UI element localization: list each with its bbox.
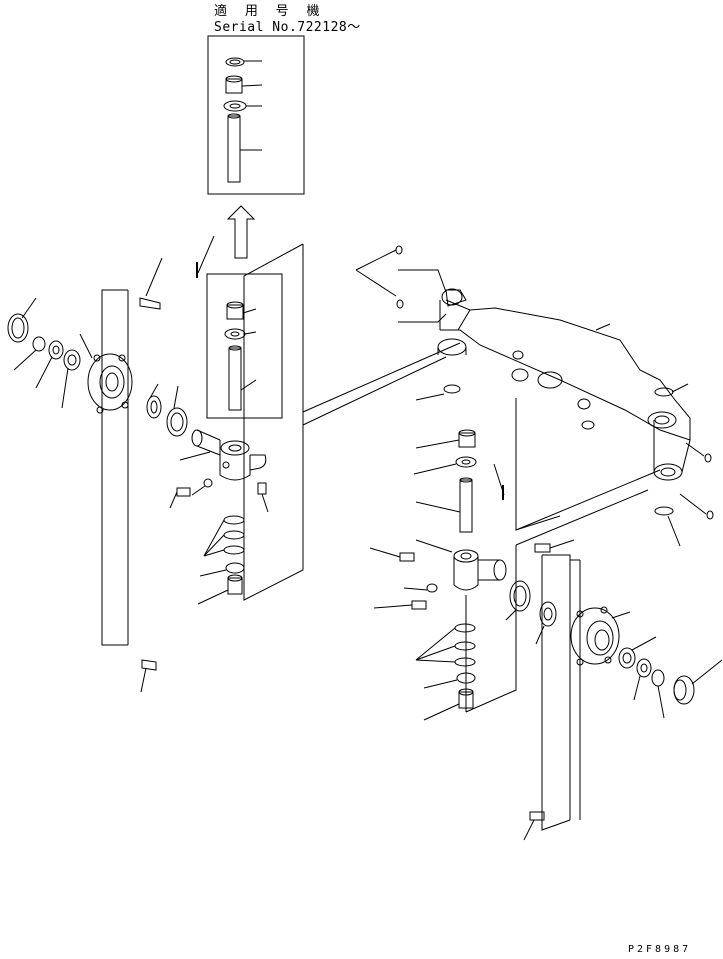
arrow-up-icon bbox=[226, 205, 256, 259]
right-knuckle-bracket bbox=[465, 398, 661, 831]
right-oil-seal bbox=[505, 580, 531, 621]
left-knuckle-bracket bbox=[101, 243, 461, 646]
right-hub bbox=[570, 606, 631, 666]
right-cap bbox=[673, 659, 723, 705]
right-nut bbox=[651, 669, 665, 719]
right-bearing bbox=[618, 636, 657, 669]
left-shims bbox=[197, 515, 245, 605]
left-nut bbox=[13, 336, 46, 371]
left-inner-bearing bbox=[146, 383, 162, 419]
applicable-serial-title: 適 用 号 機 bbox=[214, 4, 325, 19]
left-hub bbox=[79, 333, 133, 414]
serial-inset-box bbox=[207, 35, 305, 195]
axle-caps bbox=[415, 383, 689, 547]
right-shims bbox=[415, 623, 476, 721]
axle-beam bbox=[437, 288, 691, 481]
kingpin-box bbox=[206, 273, 283, 419]
right-washer bbox=[633, 658, 652, 701]
left-washer bbox=[35, 340, 64, 389]
left-seal bbox=[7, 297, 37, 343]
left-knuckle bbox=[179, 429, 267, 481]
axle-bolts bbox=[355, 245, 714, 520]
right-bolts bbox=[369, 539, 575, 841]
right-pin-stack bbox=[413, 429, 505, 533]
left-bolts bbox=[139, 257, 269, 693]
right-inner-bearing bbox=[535, 601, 557, 645]
left-bearing bbox=[61, 349, 81, 409]
left-oil-seal bbox=[166, 385, 188, 437]
drawing-code: P2F8987 bbox=[628, 944, 692, 955]
serial-number-label: Serial No.722128～ bbox=[214, 20, 361, 35]
right-knuckle bbox=[415, 539, 507, 591]
